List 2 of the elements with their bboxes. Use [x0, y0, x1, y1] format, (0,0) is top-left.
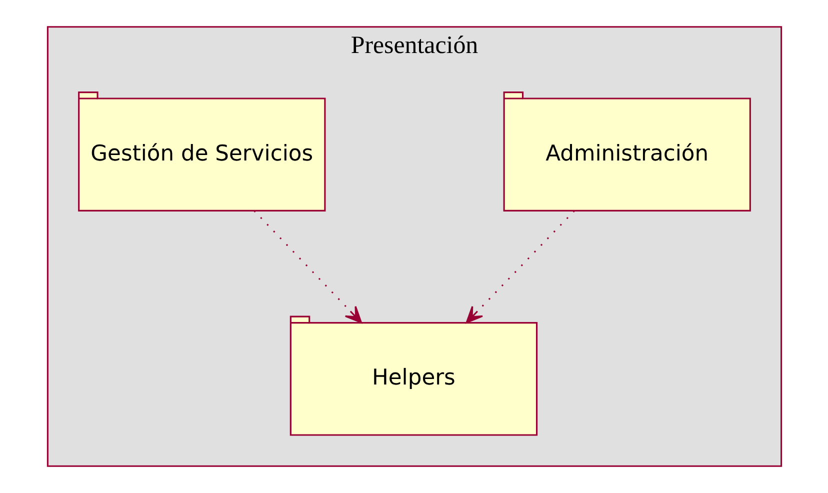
arrow [253, 210, 362, 324]
arrow [465, 210, 574, 324]
